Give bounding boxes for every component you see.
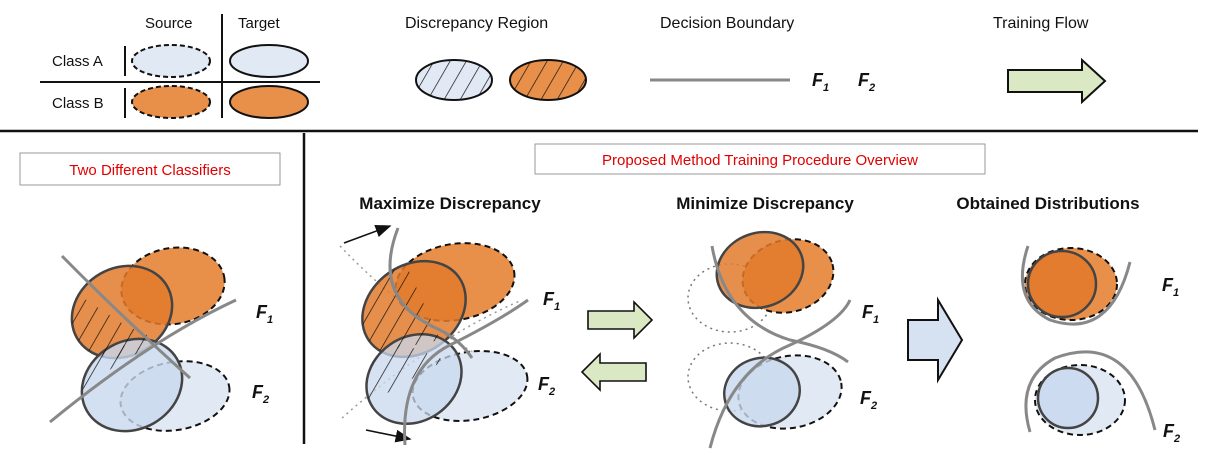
min-target-class-b <box>715 230 805 310</box>
legend-discrepancy-blue-ellipse <box>415 59 493 101</box>
min-f2-label: F2 <box>860 388 877 412</box>
left-panel-title-box <box>19 152 281 186</box>
right-panel: Proposed Method Training Procedure Overv… <box>339 143 1180 449</box>
legend-class-b-label: Class B <box>52 95 104 112</box>
flow-arrow-obtained <box>907 296 964 384</box>
legend-training-flow-arrow <box>1007 57 1107 105</box>
left-panel: Two Different Classifiers F1 F2 <box>19 152 281 433</box>
left-f2-label: F2 <box>252 382 269 406</box>
maximize-discrepancy-panel: F1 F2 <box>339 224 560 446</box>
step-2-title: Minimize Discrepancy <box>676 194 854 213</box>
legend-boundary-label: Decision Boundary <box>660 15 794 32</box>
max-boundary-f2 <box>403 298 529 446</box>
left-panel-title: Two Different Classifiers <box>69 162 230 179</box>
left-boundary-f1 <box>49 298 237 424</box>
legend-f1-label: F1 <box>812 70 829 94</box>
legend-f2-label: F2 <box>858 70 875 94</box>
min-f1-label: F1 <box>862 302 879 326</box>
legend-source-class-a-ellipse <box>131 44 211 78</box>
max-f1-label: F1 <box>543 289 560 313</box>
obtained-distributions-panel: F1 F2 <box>1020 245 1180 445</box>
step-3-title: Obtained Distributions <box>956 194 1139 213</box>
flow-arrow-backward <box>580 352 647 392</box>
right-panel-title: Proposed Method Training Procedure Overv… <box>602 152 918 169</box>
legend-flow-label: Training Flow <box>993 15 1089 32</box>
flow-arrow-forward <box>587 300 654 340</box>
legend-target-class-a-ellipse <box>229 44 309 78</box>
min-target-class-a <box>723 356 801 428</box>
legend-target-class-b-ellipse <box>229 85 309 119</box>
legend-class-a-label: Class A <box>52 53 103 70</box>
max-f2-label: F2 <box>538 374 555 398</box>
legend: Source Target Class A Class B Discrepanc… <box>40 14 1107 119</box>
legend-source-class-b-ellipse <box>131 85 211 119</box>
min-boundary-f1 <box>710 245 849 364</box>
obt-f2-label: F2 <box>1163 421 1180 445</box>
legend-discrepancy-orange-ellipse <box>509 59 587 101</box>
left-discrepancy-hatch-a <box>54 270 175 377</box>
legend-source-label: Source <box>145 15 193 32</box>
legend-target-label: Target <box>238 15 281 32</box>
left-f1-label: F1 <box>256 302 273 326</box>
obt-target-class-a <box>1036 366 1100 430</box>
right-panel-title-box <box>534 143 986 175</box>
obt-target-class-b <box>1026 249 1098 319</box>
minimize-discrepancy-panel: F1 F2 <box>687 230 879 449</box>
max-top-arrow <box>343 224 392 244</box>
max-bottom-arrow <box>365 429 412 443</box>
step-1-title: Maximize Discrepancy <box>359 194 541 213</box>
obt-boundary-f2 <box>1024 350 1157 433</box>
min-boundary-f2 <box>708 299 852 449</box>
max-boundary-f1 <box>388 227 474 359</box>
obt-boundary-f1 <box>1020 245 1132 326</box>
left-boundary-f2 <box>60 254 192 380</box>
legend-discrepancy-label: Discrepancy Region <box>405 15 548 32</box>
obt-f1-label: F1 <box>1162 275 1179 299</box>
